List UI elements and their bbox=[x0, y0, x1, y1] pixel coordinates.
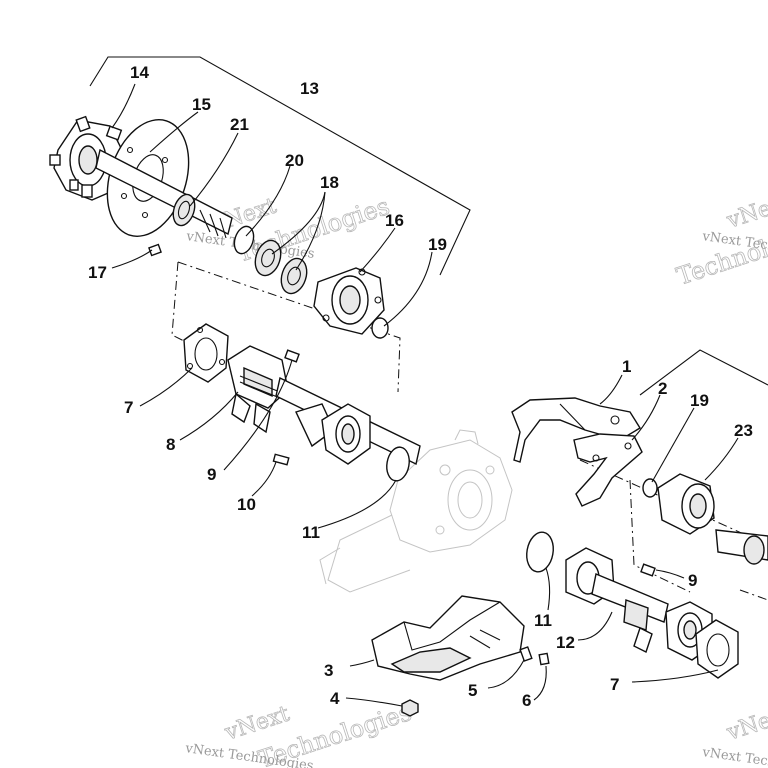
upper-bracket bbox=[511, 397, 641, 463]
callout-8: 8 bbox=[166, 435, 175, 454]
callout-11-right: 11 bbox=[534, 611, 552, 630]
assembly-bracket-right bbox=[639, 349, 768, 396]
callout-14: 14 bbox=[130, 63, 149, 82]
watermark-brand-4: vNext bbox=[723, 702, 768, 747]
o-ring-left bbox=[371, 317, 389, 339]
callout-12: 12 bbox=[556, 633, 575, 652]
bearing-a bbox=[254, 239, 282, 277]
callout-19-right: 19 bbox=[690, 391, 709, 410]
gasket-left bbox=[183, 323, 229, 383]
axle-splines bbox=[199, 209, 227, 239]
right-shaft-seal bbox=[743, 535, 765, 565]
bearing-housing bbox=[313, 267, 385, 335]
wheel-hub bbox=[49, 115, 123, 201]
alignment-line-top bbox=[177, 261, 401, 393]
disc-bolt bbox=[148, 243, 162, 257]
callout-4: 4 bbox=[330, 689, 340, 708]
callout-9-left: 9 bbox=[207, 465, 216, 484]
callout-7-right: 7 bbox=[610, 675, 619, 694]
axle-tube-mount bbox=[227, 345, 289, 434]
bearing-b bbox=[280, 257, 308, 295]
callout-10: 10 bbox=[237, 495, 256, 514]
tube-flange-collar bbox=[295, 403, 371, 465]
skid-bolt-a bbox=[519, 646, 533, 662]
callout-20: 20 bbox=[285, 151, 304, 170]
gasket-right bbox=[695, 619, 739, 679]
transaxle-housing-ghost bbox=[319, 429, 513, 593]
right-bearing-housing bbox=[657, 473, 715, 535]
axle-seal bbox=[172, 193, 196, 227]
skid-plate bbox=[371, 595, 525, 681]
alignment-line-edge bbox=[739, 589, 768, 601]
callout-13: 13 bbox=[300, 79, 319, 98]
callout-15: 15 bbox=[192, 95, 211, 114]
watermark-brand-2: vNext bbox=[723, 190, 768, 235]
skid-bolt-b bbox=[538, 652, 550, 666]
callout-17: 17 bbox=[88, 263, 107, 282]
o-ring-11-right bbox=[526, 531, 554, 573]
callout-19-left: 19 bbox=[428, 235, 447, 254]
callout-2: 2 bbox=[658, 379, 667, 398]
skid-nut bbox=[401, 699, 419, 717]
axle-tube-right bbox=[565, 547, 669, 653]
callout-21: 21 bbox=[230, 115, 249, 134]
callout-3: 3 bbox=[324, 661, 333, 680]
alignment-line-left bbox=[171, 261, 193, 346]
leader-lines bbox=[111, 83, 739, 707]
callout-11-left: 11 bbox=[302, 523, 320, 542]
watermark-line-4: vNext Technologies bbox=[700, 745, 768, 768]
lower-bracket bbox=[573, 433, 643, 507]
mount-bolt-left bbox=[284, 349, 300, 363]
callout-5: 5 bbox=[468, 681, 477, 700]
callout-18: 18 bbox=[320, 173, 339, 192]
callout-labels: 14 15 21 13 20 18 16 19 17 7 8 9 10 11 1… bbox=[88, 63, 753, 710]
mount-bolt-right bbox=[640, 563, 656, 577]
assembly-bracket-13 bbox=[89, 56, 471, 276]
callout-7-left: 7 bbox=[124, 398, 133, 417]
o-ring-right bbox=[642, 478, 658, 498]
callout-1: 1 bbox=[622, 357, 631, 376]
callout-16: 16 bbox=[385, 211, 404, 230]
callout-23: 23 bbox=[734, 421, 753, 440]
callout-9-right: 9 bbox=[688, 571, 697, 590]
callout-6: 6 bbox=[522, 691, 531, 710]
collar-bolt bbox=[272, 453, 290, 466]
